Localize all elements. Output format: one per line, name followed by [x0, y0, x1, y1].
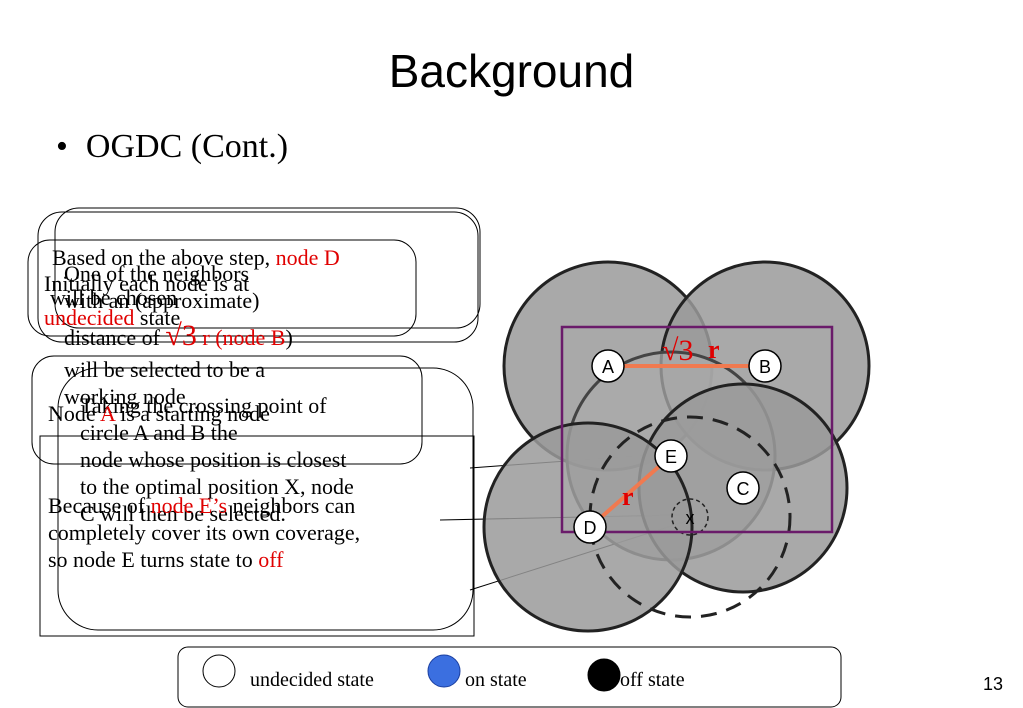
text-box-4-sqrt3: √3 [165, 319, 197, 352]
text-box-1-prefix: Based on the above step, [52, 245, 276, 270]
callout-box-6 [39, 435, 475, 637]
slide-number: 13 [982, 674, 1003, 694]
text-box-8-prefix: Because of [48, 493, 151, 518]
text-box-2-line-1: One of the neighbors [64, 261, 250, 286]
text-box-3-line-1: Initially each node is at [44, 271, 250, 296]
text-box-one-of-neighbors: One of the neighbors with an (approximat… [64, 260, 260, 314]
text-box-6-line-2: circle A and B the [80, 420, 238, 445]
legend-on-label: on state [465, 669, 527, 691]
node-label-e: E [665, 447, 677, 467]
node-b [748, 349, 782, 383]
text-box-5-line-1: will be selected to be a [64, 357, 265, 382]
text-box-2-line-2: with an (approximate) [64, 288, 260, 313]
callout-box-2 [54, 207, 481, 329]
text-box-8-node-e: node E’s [150, 493, 228, 518]
text-box-4-line-1: will be chosen [50, 285, 178, 310]
region-rectangle [560, 325, 834, 534]
text-box-1-node-d: node D [275, 245, 340, 270]
text-box-taking-crossing: Taking the crossing point of circle A an… [80, 392, 354, 527]
callout-box-3 [27, 239, 417, 337]
legend-off-marker [587, 658, 621, 692]
text-box-7-rest: is a starting node [114, 401, 270, 426]
text-box-8-rest: neighbors can [227, 493, 356, 518]
text-box-6-line-4: to the optimal position X, node [80, 474, 354, 499]
optimal-position-marker: x [686, 508, 695, 528]
text-box-because-of: Because of node E’s neighbors can comple… [48, 492, 360, 573]
node-a [591, 349, 625, 383]
node-label-d: D [584, 518, 597, 538]
text-box-4-r: r ( [202, 325, 223, 350]
node-label-b: B [759, 357, 771, 377]
bullet-text: OGDC (Cont.) [85, 128, 289, 165]
callout-box-4 [31, 355, 423, 465]
text-box-6-line-3: node whose position is closest [80, 447, 347, 472]
distance-line-de [588, 454, 673, 529]
text-box-8-off: off [258, 547, 284, 572]
text-box-distance-of: distance of √3 r (node B) [64, 319, 293, 352]
optimal-point-circle [671, 498, 709, 536]
text-box-selected-working: will be selected to be a working node [64, 356, 265, 410]
r-label-ab: r [708, 335, 720, 364]
text-box-4-distance: distance of [64, 325, 166, 350]
text-box-6-line-5: C will then be selected. [80, 501, 286, 526]
node-c [726, 471, 760, 505]
bullet-dot: • [56, 128, 68, 165]
text-box-8-line-2: completely cover its own coverage, [48, 520, 361, 545]
node-label-c: C [737, 479, 750, 499]
legend-undecided-label: undecided state [250, 669, 374, 691]
node-d [573, 510, 607, 544]
r-label-de: r [622, 482, 634, 511]
text-box-undecided-state: undecided state [44, 304, 180, 331]
bullet-item: • OGDC (Cont.) [56, 128, 288, 166]
text-box-6-line-1: Taking the crossing point of [80, 393, 327, 418]
node-label-a: A [602, 357, 614, 377]
text-box-4-node-b: node B [222, 325, 286, 350]
legend-undecided-marker [202, 654, 236, 688]
text-box-will-be-chosen: will be chosen [50, 284, 177, 311]
slide-title: Background [388, 45, 635, 97]
legend-off-label: off state [620, 669, 685, 691]
text-box-based-on-step: Based on the above step, node D [52, 244, 340, 271]
text-box-starting-node: Node A is a starting node [48, 400, 270, 427]
text-box-4-close: ) [285, 325, 293, 350]
text-box-initially: Initially each node is at [44, 270, 249, 297]
text-box-5-line-2: working node [64, 384, 186, 409]
text-box-3-undecided: undecided [44, 305, 135, 330]
callout-box-5 [57, 367, 474, 631]
sqrt3-label: √3 [662, 334, 693, 367]
text-box-3-state: state [134, 305, 181, 330]
legend-on-marker [427, 654, 461, 688]
node-e [654, 439, 688, 473]
text-box-7-prefix: Node [48, 401, 100, 426]
text-box-8-line-3: so node E turns state to [48, 547, 259, 572]
text-box-7-a: A [99, 401, 115, 426]
legend-box [177, 646, 842, 708]
callout-box-1 [37, 211, 479, 343]
